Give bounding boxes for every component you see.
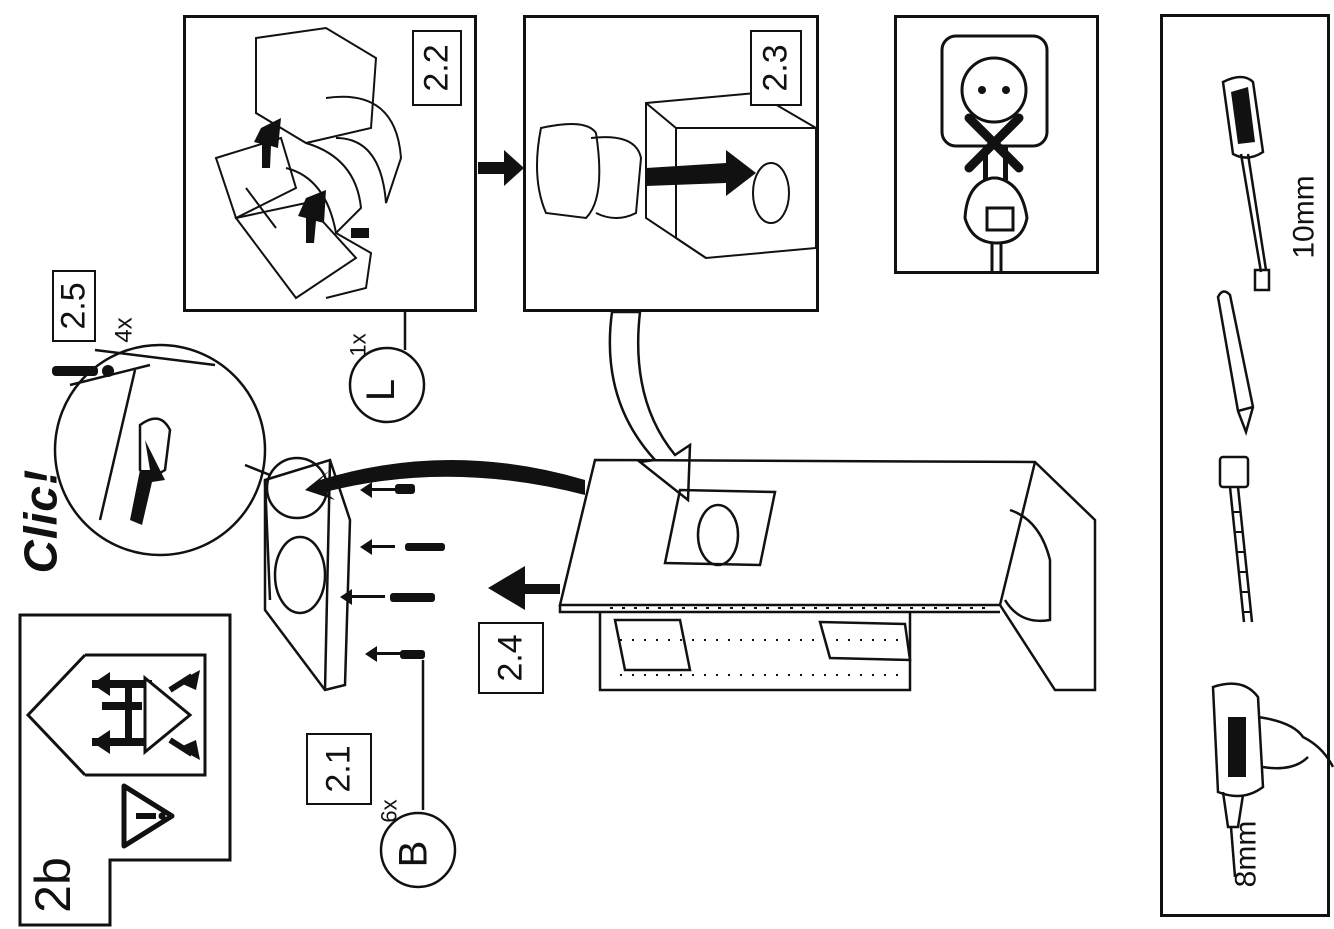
duct-assembly-illustration — [214, 26, 403, 300]
screwdriver-icon — [1221, 75, 1271, 292]
step-label-2-2: 2.2 — [412, 30, 462, 106]
unplug-power-icon — [940, 34, 1049, 271]
drill-icon — [1211, 682, 1334, 878]
filter-insertion-illustration — [536, 91, 817, 260]
arrow-right-icon — [478, 150, 524, 186]
step-label-2b-text: 2b — [24, 857, 81, 913]
warning-triangle-icon — [121, 783, 175, 849]
tape-measure-icon — [1218, 455, 1254, 623]
panel-step-2-2: 2.2 — [183, 15, 477, 312]
step-label-2-5: 2.5 — [52, 270, 96, 342]
panel-step-2-3: 2.3 — [523, 15, 819, 312]
step-label-2-3: 2.3 — [750, 30, 802, 106]
pencil-icon — [1216, 290, 1255, 436]
tools-panel: 10mm 8mm — [1160, 14, 1334, 917]
package-handling-icon — [25, 653, 207, 777]
step-label-2-1: 2.1 — [306, 733, 372, 805]
step-label-2-4: 2.4 — [478, 622, 544, 694]
unplug-warning-panel — [894, 15, 1099, 274]
